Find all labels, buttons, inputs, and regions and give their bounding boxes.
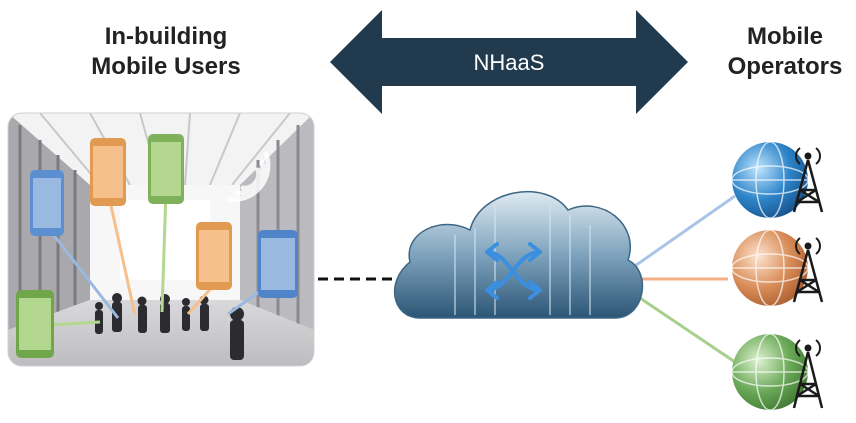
building-photo-frame — [7, 112, 315, 367]
mobile-users-heading-line1: In-building — [104, 23, 228, 50]
phone-icon — [16, 290, 54, 358]
phone-icon — [196, 222, 232, 290]
data-center-cloud-icon — [393, 190, 644, 319]
globe-tower-icon — [731, 333, 824, 411]
phone-icon — [30, 170, 64, 236]
mobile-users-heading: In-building Mobile Users — [66, 22, 266, 82]
mobile-operators-heading-line2: Operators — [727, 53, 843, 80]
operators — [731, 141, 824, 411]
arrow-label: NHaaS — [474, 50, 545, 75]
globe-tower-icon — [731, 141, 824, 219]
mobile-users-heading-line2: Mobile Users — [91, 53, 241, 80]
crossing-arrows-icon — [485, 242, 542, 300]
mobile-operators-heading: Mobile Operators — [720, 22, 850, 82]
globe-tower-icon — [731, 229, 824, 307]
nhaas-arrow: NHaaS — [330, 10, 688, 114]
phones — [16, 134, 298, 358]
phone-icon — [258, 230, 298, 298]
phone-icon — [148, 134, 184, 204]
phone-icon — [90, 138, 126, 206]
phone-connectors — [44, 189, 263, 327]
arrow-shape — [330, 10, 688, 114]
operator-links — [627, 194, 736, 364]
mobile-operators-heading-line1: Mobile — [747, 23, 823, 50]
